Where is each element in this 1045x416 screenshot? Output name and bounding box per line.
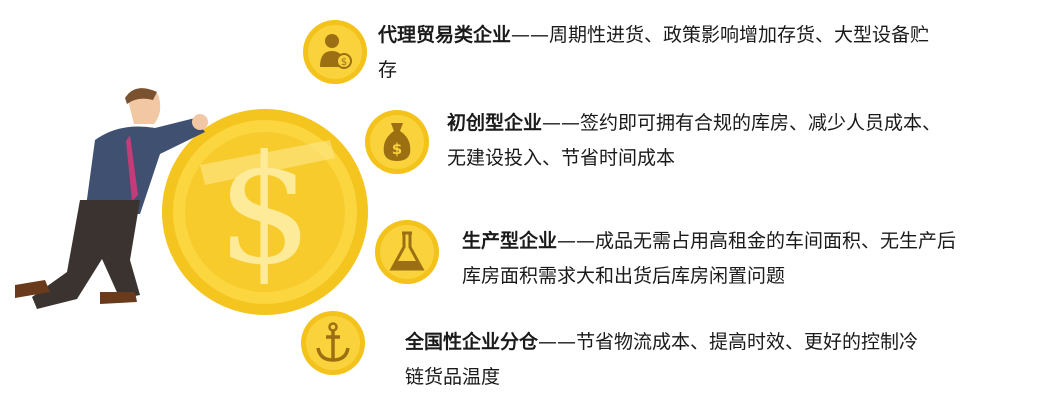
businessman-icon <box>15 88 208 309</box>
list-item-production-enterprise: 生产型企业——成品无需占用高租金的车间面积、无生产后库房面积需求大和出货后库房闲… <box>462 224 1042 294</box>
list-item-national-warehouse: 全国性企业分仓——节省物流成本、提高时效、更好的控制冷链货品温度 <box>405 325 1025 395</box>
item-desc-cont: 无建设投入、节省时间成本 <box>447 147 676 169</box>
item-title: 生产型企业 <box>462 230 558 252</box>
big-dollar-coin-icon: $ <box>162 109 368 315</box>
svg-text:$: $ <box>392 140 402 158</box>
item-desc-cont: 存 <box>378 59 398 81</box>
item-title: 代理贸易类企业 <box>378 24 512 46</box>
svg-text:$: $ <box>341 57 347 68</box>
item-desc: ——签约即可拥有合规的库房、减少人员成本、 <box>542 112 942 134</box>
flask-icon <box>375 220 439 284</box>
item-desc: ——节省物流成本、提高时效、更好的控制冷 <box>538 331 919 353</box>
list-item-trade-enterprise: 代理贸易类企业——周期性进货、政策影响增加存货、大型设备贮存 <box>378 18 1018 88</box>
person-dollar-icon: $ <box>303 20 367 84</box>
list-item-startup-enterprise: 初创型企业——签约即可拥有合规的库房、减少人员成本、无建设投入、节省时间成本 <box>447 106 1037 176</box>
item-title: 全国性企业分仓 <box>405 331 539 353</box>
item-desc: ——周期性进货、政策影响增加存货、大型设备贮 <box>511 24 930 46</box>
svg-text:$: $ <box>217 124 312 298</box>
item-desc-cont: 库房面积需求大和出货后库房闲置问题 <box>462 265 786 287</box>
money-bag-icon: $ <box>365 110 429 174</box>
anchor-icon <box>301 311 365 375</box>
businessman-pushing-coin-illustration: $ <box>15 88 368 315</box>
item-title: 初创型企业 <box>447 112 543 134</box>
item-desc-cont: 链货品温度 <box>405 366 501 388</box>
item-desc: ——成品无需占用高租金的车间面积、无生产后 <box>557 230 957 252</box>
